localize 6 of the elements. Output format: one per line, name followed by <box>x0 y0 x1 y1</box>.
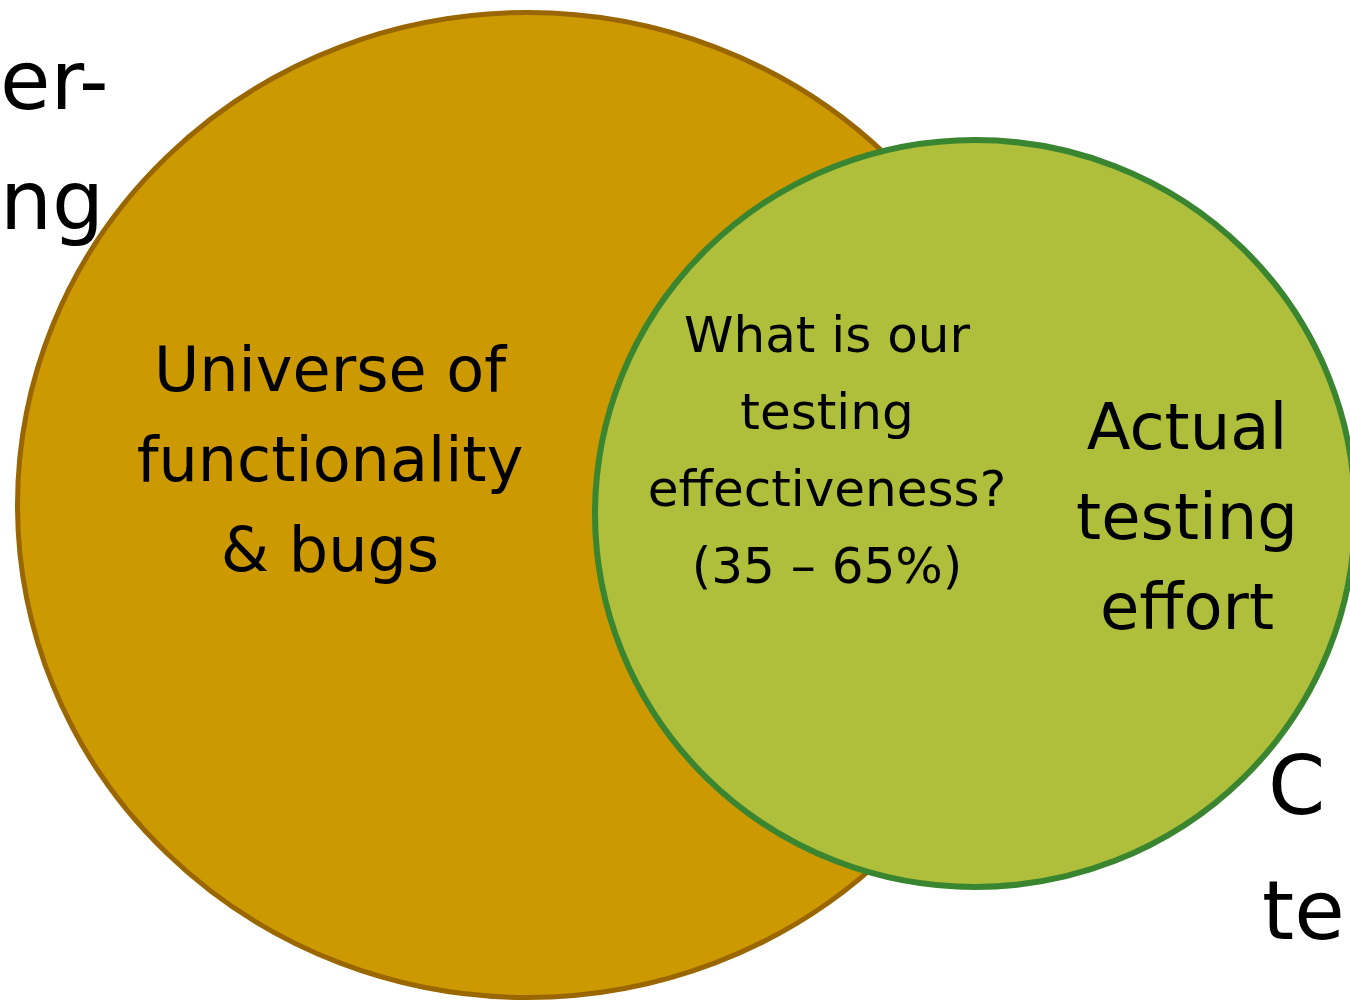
circle-label: What is our testing effectiveness? (35 – 65%) <box>646 305 1008 597</box>
circle-label: Universe of functionality & bugs <box>135 332 525 588</box>
text-fragment: C <box>1268 745 1326 827</box>
text-fragment: er- <box>0 40 109 122</box>
circle-label: Actual testing effort <box>1075 389 1299 646</box>
text-fragment: te <box>1262 870 1345 952</box>
